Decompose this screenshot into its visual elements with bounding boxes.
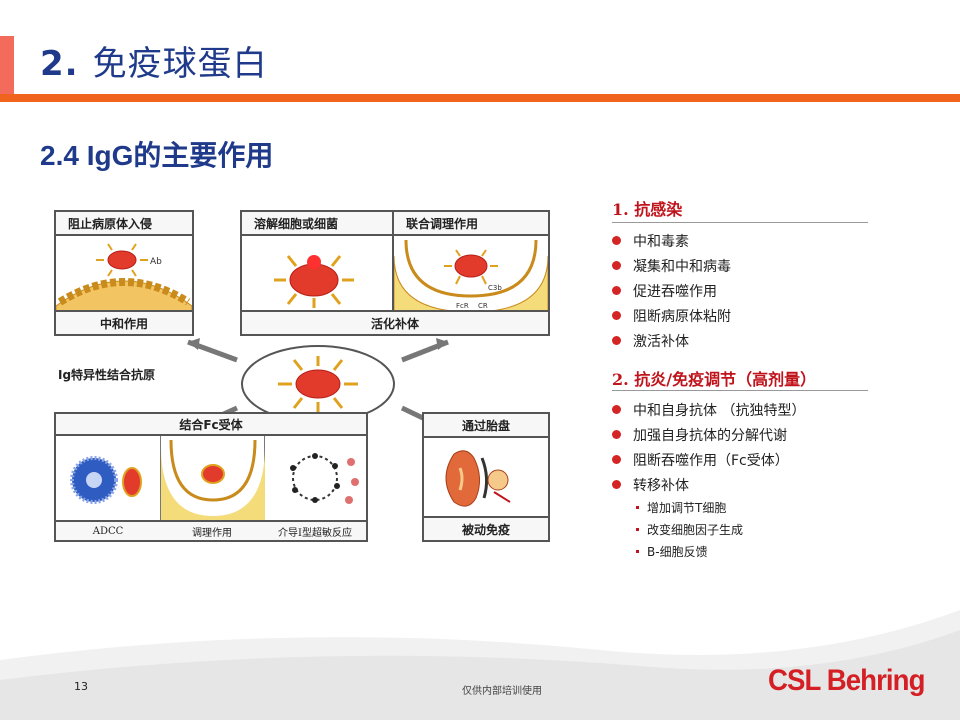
section2-rule <box>612 390 868 391</box>
c3b-label: C3b <box>488 284 502 292</box>
panel-neutralization-title: 阻止病原体入侵 <box>56 212 192 236</box>
panel-complement: 溶解细胞或细菌 联合调理作用 FcR CR C3b <box>240 210 550 336</box>
igg-function-diagram: 阻止病原体入侵 Ab 中和作用 溶解细胞或细菌 联合调理作用 <box>52 208 556 542</box>
bullet-dot-icon <box>612 236 621 245</box>
section1-item: 促进吞噬作用 <box>612 281 717 301</box>
bullet-dot-icon <box>612 480 621 489</box>
panel-divider <box>392 212 394 310</box>
section1-item: 激活补体 <box>612 331 689 351</box>
bullet-dot-icon <box>612 311 621 320</box>
page-title: 2.免疫球蛋白 <box>40 44 268 84</box>
panel-fc-title: 结合Fc受体 <box>56 414 366 436</box>
footer-wave-decoration <box>0 610 960 720</box>
section2-subitem: 增加调节T细胞 <box>636 499 726 516</box>
footer-note: 仅供内部培训使用 <box>462 686 542 697</box>
panel-placenta-title: 通过胎盘 <box>424 414 548 438</box>
sub-bullet-icon <box>636 506 639 509</box>
section1-item: 阻断病原体粘附 <box>612 306 731 326</box>
fc-divider-1 <box>160 436 161 540</box>
title-accent-bar <box>0 36 14 94</box>
section2-item: 阻断吞噬作用（Fc受体） <box>612 450 789 470</box>
bullet-dot-icon <box>612 336 621 345</box>
bullet-dot-icon <box>612 261 621 270</box>
panel-placenta-caption: 被动免疫 <box>424 516 548 540</box>
panel-fc-receptor: 结合Fc受体 ADCC 调理作用 介导Ⅰ型超敏反应 <box>54 412 368 542</box>
section2-subitem: B-细胞反馈 <box>636 543 708 560</box>
section2-item: 转移补体 <box>612 475 689 495</box>
bullet-dot-icon <box>612 455 621 464</box>
bullet-dot-icon <box>612 286 621 295</box>
fc-caption-opsonization: 调理作用 <box>160 520 264 540</box>
section2-heading: 2. 抗炎/免疫调节（高剂量） <box>612 370 817 389</box>
sub-bullet-icon <box>636 550 639 553</box>
panel-neutralization-caption: 中和作用 <box>56 310 192 334</box>
fcr-label: FcR <box>456 302 469 310</box>
section-subtitle: 2.4 IgG的主要作用 <box>40 140 274 171</box>
adcc-illustration <box>70 456 142 504</box>
section1-item: 凝集和中和病毒 <box>612 256 731 276</box>
sub-bullet-icon <box>636 528 639 531</box>
bullet-dot-icon <box>612 405 621 414</box>
fc-caption-adcc: ADCC <box>56 520 160 540</box>
panel-opsonization-title: 联合调理作用 <box>394 212 548 236</box>
section1-rule <box>612 222 868 223</box>
title-rule <box>0 94 960 102</box>
panel-lysis-title: 溶解细胞或细菌 <box>242 212 394 236</box>
section2-subitem: 改变细胞因子生成 <box>636 521 743 538</box>
ab-label: Ab <box>150 257 162 267</box>
epithelium-illustration: Ab <box>56 243 192 314</box>
panel-neutralization: 阻止病原体入侵 Ab 中和作用 <box>54 210 194 336</box>
placenta-illustration <box>445 450 511 507</box>
cr-label: CR <box>478 302 488 310</box>
lysis-illustration <box>274 255 354 308</box>
page-number: 13 <box>74 680 88 693</box>
section1-heading: 1. 抗感染 <box>612 200 683 219</box>
fc-opsonization-illustration <box>161 439 265 522</box>
section2-item: 中和自身抗体 （抗独特型） <box>612 400 805 420</box>
panel-placenta: 通过胎盘 被动免疫 <box>422 412 550 542</box>
csl-behring-logo: CSL Behring <box>768 664 925 697</box>
hypersensitivity-illustration <box>290 453 359 504</box>
bullet-dot-icon <box>612 430 621 439</box>
center-binding-label: Ig特异性结合抗原 <box>58 368 156 382</box>
section1-item: 中和毒素 <box>612 231 689 251</box>
section2-item: 加强自身抗体的分解代谢 <box>612 425 787 445</box>
fc-caption-hypersensitivity: 介导Ⅰ型超敏反应 <box>264 520 366 540</box>
opsonization-illustration: FcR CR C3b <box>394 239 548 312</box>
panel-complement-caption: 活化补体 <box>242 310 548 334</box>
